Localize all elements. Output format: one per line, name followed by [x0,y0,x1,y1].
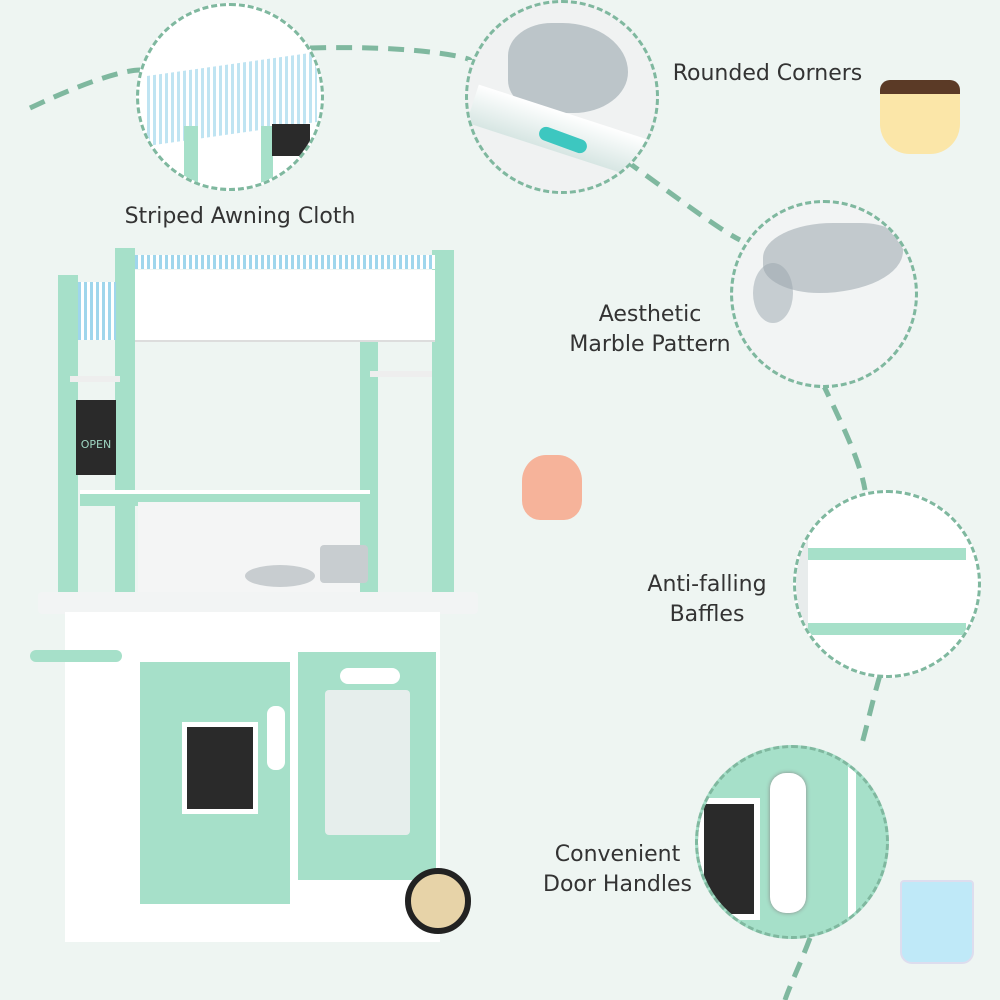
feature-label-rounded-corners: Rounded Corners [672,61,863,86]
baffles-detail-circle [793,490,981,678]
chalkboard-text: OPEN [80,438,112,451]
feature-label-handles-2: Door Handles [543,872,692,897]
cake-icon [880,80,960,154]
drink-glass-icon [900,880,974,964]
feature-label-marble-1: Aesthetic [598,302,702,327]
feature-label-baffles-2: Baffles [669,602,745,627]
chalkboard-sign: OPEN [76,400,116,475]
feature-label-handles-1: Convenient [554,842,681,867]
feature-label-baffles-1: Anti-falling [647,572,767,597]
feature-label-awning: Striped Awning Cloth [124,204,356,229]
awning-detail-circle [136,3,324,191]
rounded-corners-detail-circle [465,0,659,194]
marble-detail-circle [730,200,918,388]
door-handles-detail-circle [695,745,889,939]
feature-label-marble-2: Marble Pattern [569,332,731,357]
jelly-dessert-icon [522,455,582,520]
